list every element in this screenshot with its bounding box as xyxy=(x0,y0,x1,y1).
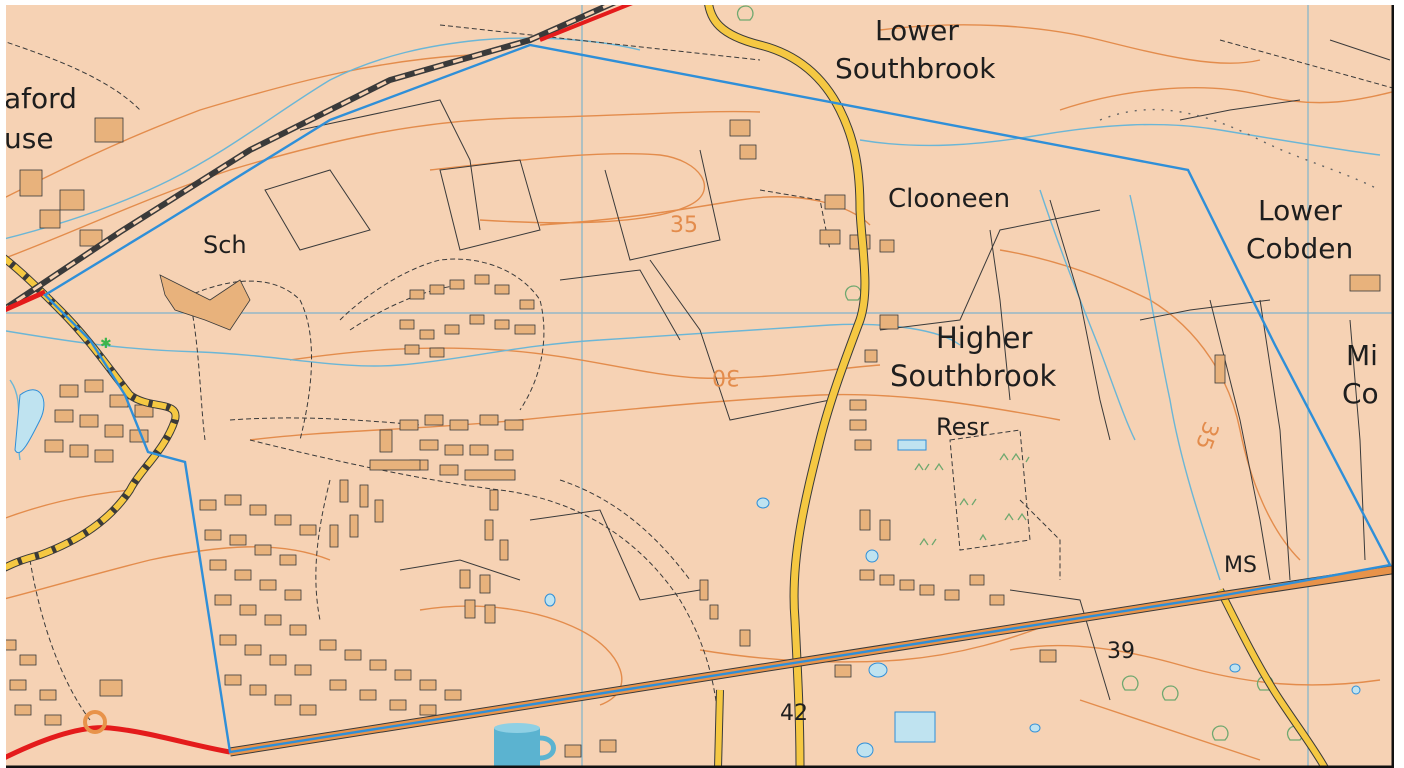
label-lower-southbrook-1: Lower xyxy=(875,14,959,47)
tracks xyxy=(0,24,1401,761)
label-ms: MS xyxy=(1224,553,1257,578)
label-sch: Sch xyxy=(203,231,247,259)
label-contour-35-a: 35 xyxy=(670,213,698,238)
label-road-42: 42 xyxy=(780,701,808,726)
label-higher-southbrook-2: Southbrook xyxy=(890,359,1056,393)
label-clooneen: Clooneen xyxy=(888,184,1010,214)
buildings xyxy=(0,117,1381,758)
label-lower-southbrook-2: Southbrook xyxy=(835,52,996,85)
label-higher-southbrook-1: Higher xyxy=(936,321,1032,355)
star-marker-icon: ✱ xyxy=(100,336,112,352)
label-contour-30: 30 xyxy=(712,364,740,389)
marsh-symbol-icon xyxy=(914,452,1030,546)
field-boundaries xyxy=(264,39,1391,701)
label-lower-cobden-1: Lower xyxy=(1258,194,1342,227)
label-use: use xyxy=(4,122,54,155)
railway xyxy=(0,0,1381,315)
label-mid-cobden-2: Co xyxy=(1342,377,1379,410)
ponds xyxy=(14,389,1361,758)
map-labels: Lower Southbrook Clooneen Lower Cobden H… xyxy=(4,14,1379,726)
label-mid-cobden-1: Mi xyxy=(1346,339,1378,372)
road-red-sw xyxy=(0,725,231,763)
label-lower-cobden-2: Cobden xyxy=(1246,232,1353,265)
boundary-outline xyxy=(43,43,1392,754)
tea-cup-icon xyxy=(494,723,556,768)
label-aford: aford xyxy=(4,82,77,115)
label-resr: Resr xyxy=(936,413,989,441)
label-road-39: 39 xyxy=(1107,639,1135,664)
